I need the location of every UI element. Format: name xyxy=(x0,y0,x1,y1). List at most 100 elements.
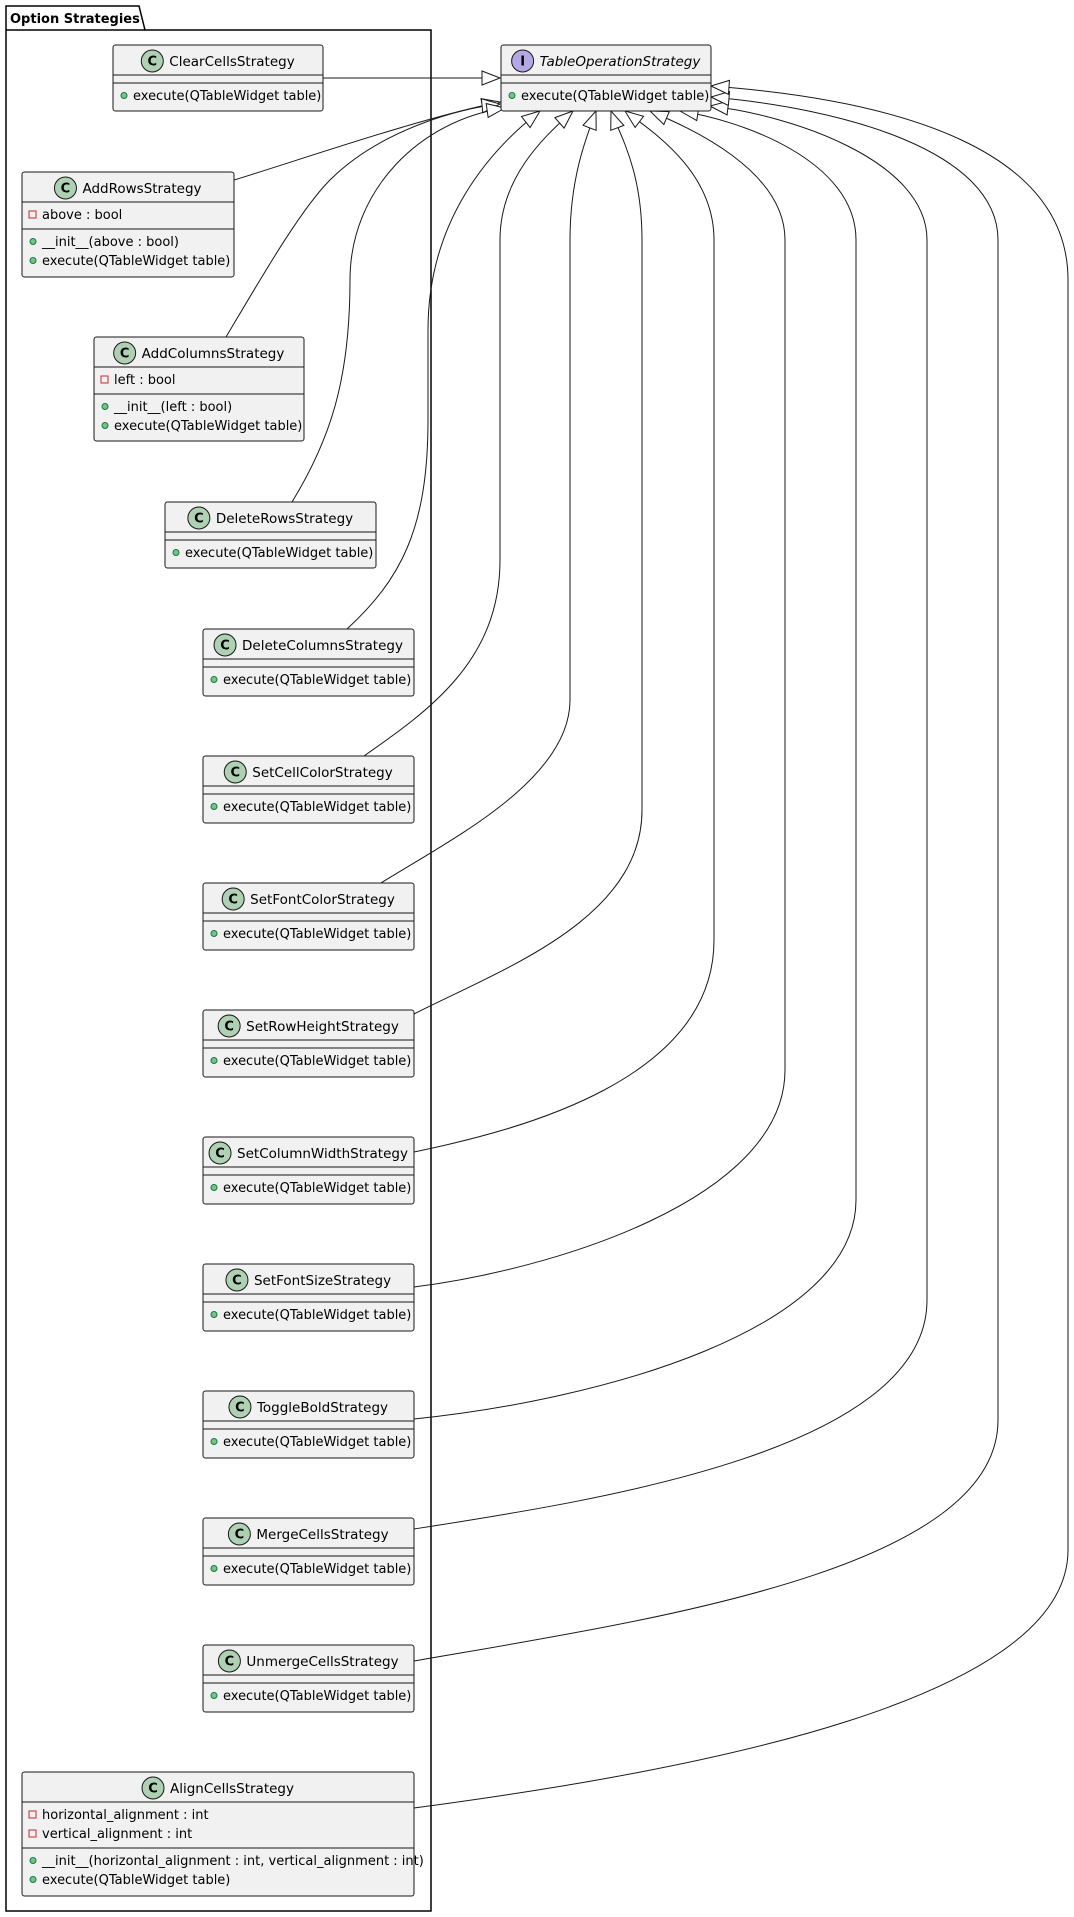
edge-delete-columns-strategy-to-table-operation-strategy xyxy=(346,110,542,630)
class-badge-icon xyxy=(228,1395,252,1419)
edge-set-font-color-strategy-to-table-operation-strategy xyxy=(380,109,597,884)
public-marker-icon xyxy=(120,92,128,99)
class-badge-icon xyxy=(217,1014,241,1038)
class-box xyxy=(500,44,712,112)
class-badge-icon xyxy=(208,1141,232,1165)
public-marker-icon xyxy=(101,403,109,410)
method: execute(QTableWidget table) xyxy=(521,89,709,104)
edge-set-column-width-strategy-to-table-operation-strategy xyxy=(413,110,715,1153)
class-merge-cells-strategy: MergeCellsStrategyCexecute(QTableWidget … xyxy=(202,1517,415,1586)
class-badge-icon xyxy=(141,1776,165,1800)
public-marker-icon xyxy=(210,676,218,683)
private-marker-icon xyxy=(100,375,109,384)
class-box xyxy=(202,1517,415,1586)
realization-line xyxy=(413,96,999,1662)
public-marker-icon xyxy=(210,1057,218,1064)
badge-letter: C xyxy=(148,55,158,70)
public-marker-icon xyxy=(101,422,109,429)
class-name: SetRowHeightStrategy xyxy=(246,1019,399,1035)
realization-line xyxy=(413,110,643,1015)
package-label: Option Strategies xyxy=(10,12,140,27)
interface-table-operation-strategy: TableOperationStrategy Iexecute(QTableWid… xyxy=(500,44,712,112)
interface-badge-icon xyxy=(511,49,535,73)
realization-line xyxy=(363,110,574,757)
realization-arrowhead-icon xyxy=(582,109,597,132)
private-marker-icon xyxy=(28,210,37,219)
class-name: TableOperationStrategy xyxy=(540,54,702,70)
realization-line xyxy=(413,110,857,1420)
class-box xyxy=(164,501,377,569)
class-delete-rows-strategy: DeleteRowsStrategyCexecute(QTableWidget … xyxy=(164,501,377,569)
badge-letter: C xyxy=(230,766,240,781)
class-name: AddColumnsStrategy xyxy=(142,346,285,362)
badge-letter: C xyxy=(148,1782,158,1797)
method: execute(QTableWidget table) xyxy=(223,800,411,815)
method: execute(QTableWidget table) xyxy=(223,1689,411,1704)
class-set-font-color-strategy: SetFontColorStrategyCexecute(QTableWidge… xyxy=(202,882,415,951)
class-box xyxy=(202,1263,415,1332)
class-align-cells-strategy: AlignCellsStrategyChorizontal_alignment … xyxy=(21,1771,424,1897)
class-badge-icon xyxy=(53,176,77,200)
realization-line xyxy=(225,103,501,338)
badge-letter: C xyxy=(194,512,204,527)
class-badge-icon xyxy=(221,887,245,911)
method: execute(QTableWidget table) xyxy=(223,1435,411,1450)
badge-letter: C xyxy=(235,1528,245,1543)
class-box xyxy=(202,628,415,697)
method: execute(QTableWidget table) xyxy=(223,1054,411,1069)
class-name: DeleteRowsStrategy xyxy=(216,511,353,527)
public-marker-icon xyxy=(210,1565,218,1572)
method: execute(QTableWidget table) xyxy=(42,254,230,269)
edge-align-cells-strategy-to-table-operation-strategy xyxy=(413,79,1069,1809)
badge-letter: C xyxy=(225,1655,235,1670)
class-badge-icon xyxy=(113,341,137,365)
badge-letter: C xyxy=(232,1274,242,1289)
class-badge-icon xyxy=(187,506,211,530)
edge-set-font-size-strategy-to-table-operation-strategy xyxy=(413,110,786,1288)
class-box xyxy=(21,1771,415,1897)
public-marker-icon xyxy=(508,92,516,99)
method: execute(QTableWidget table) xyxy=(42,1873,230,1888)
field: horizontal_alignment : int xyxy=(42,1808,209,1823)
badge-letter: C xyxy=(228,893,238,908)
class-badge-icon xyxy=(225,1268,249,1292)
public-marker-icon xyxy=(210,1438,218,1445)
field: above : bool xyxy=(42,208,122,223)
realization-arrowhead-icon xyxy=(623,110,645,129)
public-marker-icon xyxy=(210,1184,218,1191)
edge-toggle-bold-strategy-to-table-operation-strategy xyxy=(413,106,857,1420)
method: execute(QTableWidget table) xyxy=(223,1308,411,1323)
realization-line xyxy=(346,110,541,630)
method: __init__(horizontal_alignment : int, ver… xyxy=(41,1854,424,1869)
method: execute(QTableWidget table) xyxy=(223,1181,411,1196)
realization-arrowhead-icon xyxy=(708,100,730,116)
edge-delete-rows-strategy-to-table-operation-strategy xyxy=(291,102,507,503)
public-marker-icon xyxy=(29,1857,37,1864)
class-clear-cells-strategy: ClearCellsStrategyCexecute(QTableWidget … xyxy=(112,44,324,112)
class-name: SetFontColorStrategy xyxy=(250,892,395,908)
edge-set-row-height-strategy-to-table-operation-strategy xyxy=(413,109,643,1015)
badge-letter: C xyxy=(61,182,71,197)
method: execute(QTableWidget table) xyxy=(223,1562,411,1577)
public-marker-icon xyxy=(210,1311,218,1318)
badge-letter: I xyxy=(520,55,525,70)
class-name: SetColumnWidthStrategy xyxy=(237,1146,408,1162)
class-name: UnmergeCellsStrategy xyxy=(246,1654,398,1670)
class-set-row-height-strategy: SetRowHeightStrategyCexecute(QTableWidge… xyxy=(202,1009,415,1078)
realization-line xyxy=(291,107,506,503)
field: left : bool xyxy=(114,373,175,388)
class-toggle-bold-strategy: ToggleBoldStrategyCexecute(QTableWidget … xyxy=(202,1390,415,1459)
method: __init__(left : bool) xyxy=(113,400,232,415)
class-badge-icon xyxy=(140,49,164,73)
badge-letter: C xyxy=(215,1147,225,1162)
class-set-cell-color-strategy: SetCellColorStrategyCexecute(QTableWidge… xyxy=(202,755,415,824)
realization-arrowhead-icon xyxy=(648,110,671,126)
class-badge-icon xyxy=(223,760,247,784)
edge-unmerge-cells-strategy-to-table-operation-strategy xyxy=(413,90,999,1662)
class-box xyxy=(202,882,415,951)
class-badge-icon xyxy=(227,1522,251,1546)
edge-set-cell-color-strategy-to-table-operation-strategy xyxy=(363,110,575,757)
class-delete-columns-strategy: DeleteColumnsStrategyCexecute(QTableWidg… xyxy=(202,628,415,697)
